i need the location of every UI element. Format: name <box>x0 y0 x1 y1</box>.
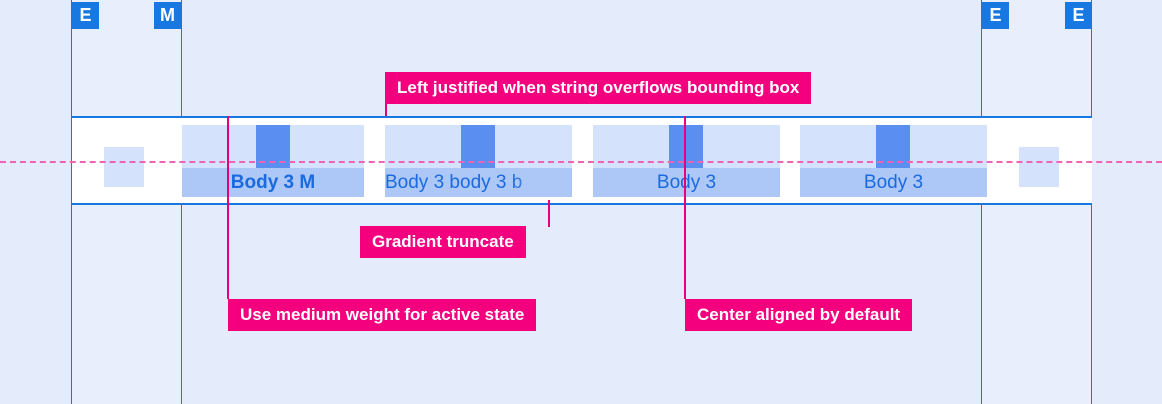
annotation-overflow: Left justified when string overflows bou… <box>385 72 812 104</box>
tab-glyph-icon-2 <box>461 125 495 168</box>
tab-glyph-icon-3 <box>669 125 703 168</box>
guide-band-right <box>1092 0 1162 404</box>
tab-item-2[interactable]: Body 3 body 3 b <box>385 125 572 197</box>
tab-label-1: Body 3 M <box>182 168 364 197</box>
tab-glyph-icon-1 <box>256 125 290 168</box>
marker-e-right: E <box>982 2 1009 29</box>
tab-label-3: Body 3 <box>593 168 780 197</box>
leader-medium-weight-lower <box>227 221 229 299</box>
tab-label-4: Body 3 <box>800 168 987 197</box>
guide-line-e-left <box>71 0 72 404</box>
guide-band-left <box>0 0 72 404</box>
tab-item-1[interactable]: Body 3 M <box>182 125 364 197</box>
gradient-truncate-mask-2 <box>510 168 572 197</box>
marker-e-left: E <box>72 2 99 29</box>
leader-center-aligned <box>684 116 686 299</box>
component-frame: Body 3 M Body 3 body 3 b Body 3 Body 3 <box>72 116 1092 205</box>
leader-gradient-truncate <box>548 200 550 227</box>
annotation-medium-weight: Use medium weight for active state <box>228 299 537 331</box>
marker-m: M <box>154 2 181 29</box>
tab-glyph-icon-4 <box>876 125 910 168</box>
endcap-left <box>104 147 144 187</box>
marker-e-far: E <box>1065 2 1092 29</box>
tab-item-3[interactable]: Body 3 <box>593 125 780 197</box>
vertical-center-baseline <box>0 161 1162 163</box>
annotation-center-aligned: Center aligned by default <box>685 299 913 331</box>
endcap-right <box>1019 147 1059 187</box>
annotation-gradient-truncate: Gradient truncate <box>360 226 526 258</box>
tab-item-4[interactable]: Body 3 <box>800 125 987 197</box>
leader-medium-weight-upper <box>227 116 229 221</box>
